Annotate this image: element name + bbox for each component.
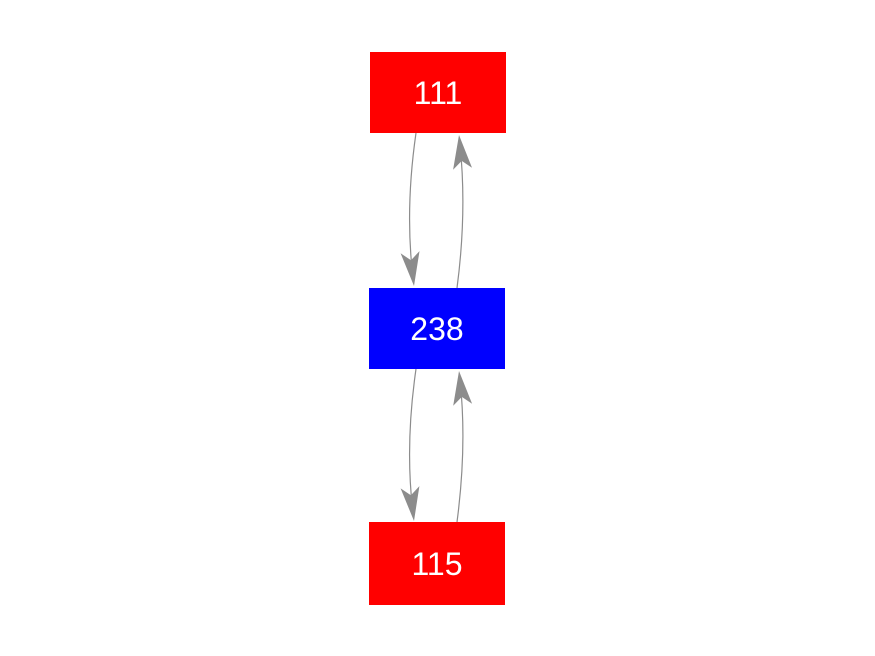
arrowhead-238-to-115[interactable]	[400, 486, 420, 521]
arrowhead-238-to-111[interactable]	[453, 135, 472, 170]
graph-node-115[interactable]: 115	[369, 522, 505, 605]
arrowhead-115-to-238[interactable]	[453, 371, 473, 406]
node-label: 115	[411, 545, 463, 582]
graph-node-238[interactable]: 238	[369, 288, 505, 369]
arrowhead-111-to-238[interactable]	[400, 251, 420, 286]
graph-node-111[interactable]: 111	[370, 52, 506, 133]
edge-115-to-238[interactable]	[456, 380, 464, 523]
edge-238-to-111[interactable]	[456, 144, 464, 289]
node-label: 238	[410, 310, 464, 347]
edge-238-to-115[interactable]	[408, 368, 417, 512]
node-label: 111	[413, 74, 463, 111]
edge-111-to-238[interactable]	[408, 132, 417, 277]
